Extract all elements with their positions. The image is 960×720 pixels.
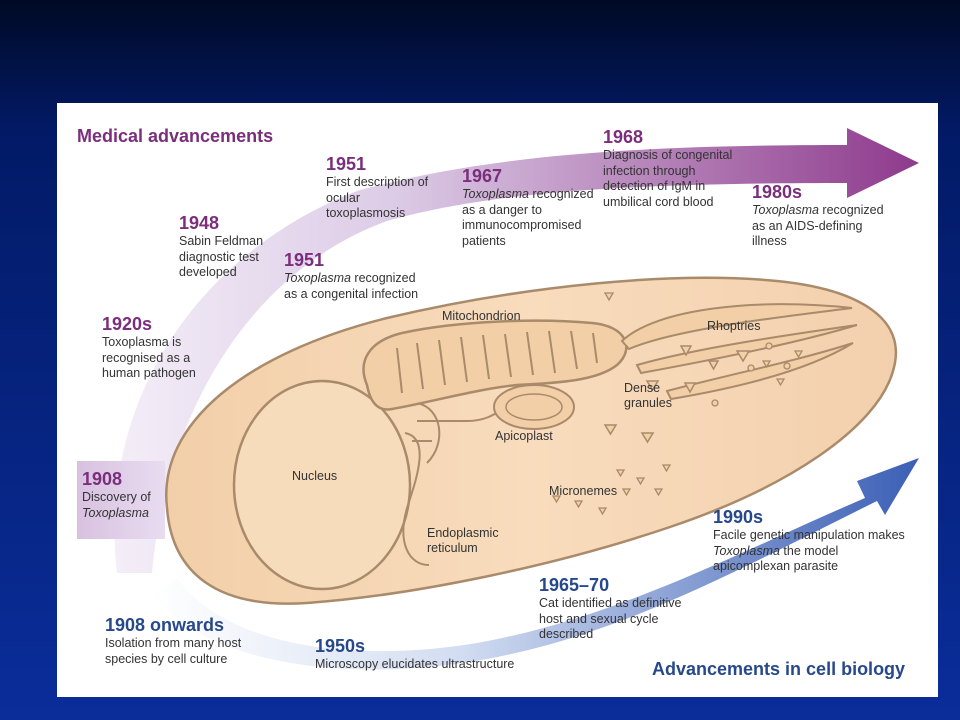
medical-event-1951-congenital: 1951 Toxoplasma recognized as a congenit… bbox=[284, 250, 424, 302]
event-year: 1965–70 bbox=[539, 575, 610, 595]
rhoptries bbox=[620, 303, 858, 401]
cell-biology-header: Advancements in cell biology bbox=[652, 659, 906, 679]
mitochondrion-cristae bbox=[396, 330, 598, 394]
event-year: 1990s bbox=[713, 507, 764, 527]
medical-event-1980s: 1980s Toxoplasma recognized as an AIDS-d… bbox=[752, 182, 892, 250]
diagram-panel: Medical advancements Advancements in cel… bbox=[57, 103, 938, 697]
apicoplast-inner bbox=[505, 393, 563, 421]
medical-event-1968: 1968 Diagnosis of congenital infection t… bbox=[603, 127, 743, 210]
cell-event-1908-onwards: 1908 onwards Isolation from many host sp… bbox=[105, 615, 280, 667]
medical-event-1951-ocular: 1951 First description of ocular toxopla… bbox=[326, 154, 441, 222]
label-micronemes: Micronemes bbox=[549, 484, 618, 498]
highlight-1908-box bbox=[77, 461, 165, 539]
label-endoplasmic-reticulum: Endoplasmic reticulum bbox=[427, 526, 499, 555]
medical-arrow bbox=[114, 128, 920, 573]
label-mitochondrion: Mitochondrion bbox=[442, 309, 521, 323]
mitochondrion bbox=[362, 319, 628, 411]
medical-event-1967: 1967 Toxoplasma recognized as a danger t… bbox=[462, 166, 610, 249]
cell-event-1965-70: 1965–70 Cat identified as definitive hos… bbox=[539, 575, 699, 643]
event-year: 1920s bbox=[102, 314, 153, 334]
medical-event-1920s: 1920s Toxoplasma is recognised as a huma… bbox=[102, 314, 222, 382]
medical-event-1948: 1948 Sabin Feldman diagnostic test devel… bbox=[179, 213, 277, 281]
apicoplast-outer bbox=[493, 384, 575, 430]
event-year: 1951 bbox=[284, 250, 325, 270]
event-year: 1948 bbox=[179, 213, 220, 233]
event-year: 1968 bbox=[603, 127, 644, 147]
nucleus bbox=[232, 379, 412, 591]
event-year: 1967 bbox=[462, 166, 503, 186]
event-year: 1908 bbox=[82, 469, 123, 489]
label-apicoplast: Apicoplast bbox=[495, 429, 553, 443]
medical-event-1908: 1908 Discovery of Toxoplasma bbox=[82, 469, 167, 521]
dense-granules bbox=[603, 345, 751, 444]
event-year: 1980s bbox=[752, 182, 803, 202]
event-year: 1908 onwards bbox=[105, 615, 225, 635]
medical-advancements-header: Medical advancements bbox=[77, 126, 274, 146]
label-nucleus: Nucleus bbox=[292, 469, 338, 483]
event-year: 1951 bbox=[326, 154, 367, 174]
cell-event-1990s: 1990s Facile genetic manipulation makes … bbox=[713, 507, 913, 575]
label-dense-granules: Dense granules bbox=[624, 381, 672, 410]
toxoplasma-diagram bbox=[114, 128, 920, 670]
cell-event-1950s: 1950s Microscopy elucidates ultrastructu… bbox=[315, 636, 565, 673]
micronemes bbox=[551, 292, 804, 516]
event-year: 1950s bbox=[315, 636, 366, 656]
label-rhoptries: Rhoptries bbox=[707, 319, 761, 333]
